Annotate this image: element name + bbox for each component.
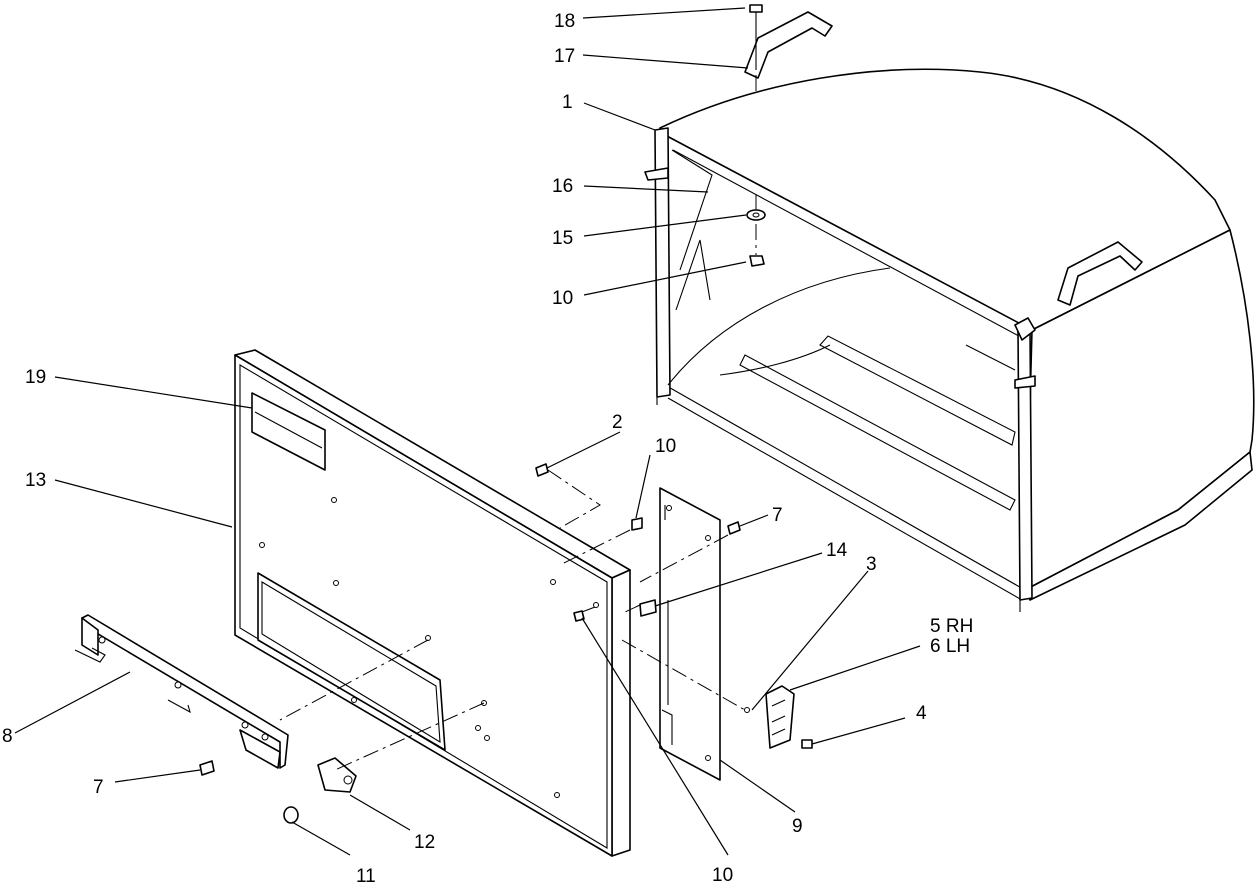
callout-labels: 18 17 1 16 15 10 19 13 2 10 7 14 3 5 RH … (2, 11, 973, 887)
callout-12: 12 (414, 832, 435, 853)
lower-latch-plate (283, 757, 357, 824)
callout-10-lower: 10 (712, 865, 733, 886)
callout-13: 13 (25, 470, 46, 491)
hinge-plate (659, 487, 721, 781)
callout-9: 9 (792, 816, 803, 837)
hopper-hardware (746, 4, 766, 267)
left-bracket (74, 614, 289, 769)
callout-2: 2 (612, 412, 623, 433)
callout-19: 19 (25, 367, 46, 388)
callout-7-right: 7 (772, 505, 783, 526)
door-panel (234, 349, 631, 857)
callout-4: 4 (916, 703, 927, 724)
callout-16: 16 (552, 176, 573, 197)
fasteners (199, 463, 750, 776)
callout-6-lh: 6 LH (930, 636, 970, 657)
callout-10-upper: 10 (552, 288, 573, 309)
assembly-axis-lines (279, 469, 746, 771)
callout-5-rh: 5 RH (930, 616, 973, 637)
leader-lines (14, 7, 921, 856)
callout-7-left: 7 (93, 777, 104, 798)
callout-8: 8 (2, 726, 13, 747)
callout-10-middle: 10 (655, 436, 676, 457)
callout-3: 3 (866, 554, 877, 575)
callout-11: 11 (356, 866, 376, 887)
callout-17: 17 (554, 46, 575, 67)
callout-1: 1 (562, 92, 573, 113)
hopper-assembly (644, 11, 1255, 612)
callout-14: 14 (826, 540, 848, 561)
latch-bracket (765, 685, 813, 749)
callout-18: 18 (554, 11, 575, 32)
callout-15: 15 (552, 228, 573, 249)
